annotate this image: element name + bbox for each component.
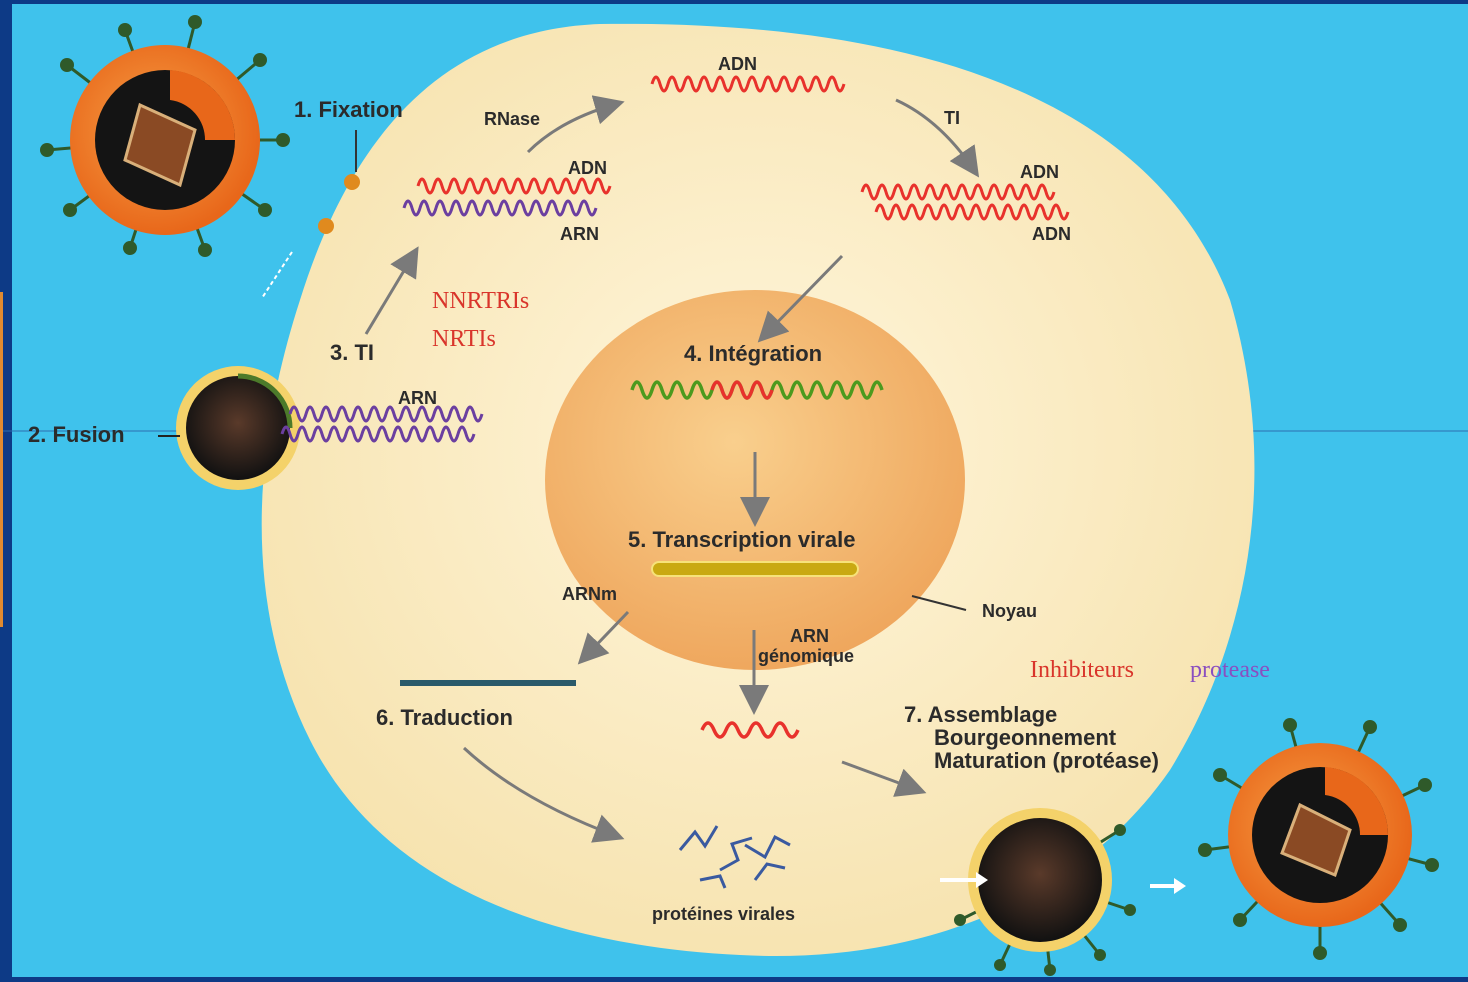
label-maturation: Maturation (protéase) <box>934 748 1159 773</box>
label-traduction: 6. Traduction <box>376 705 513 730</box>
label-nnrtis: NNRTRIs <box>432 288 529 314</box>
left-edge-strip <box>0 292 3 627</box>
label-transcription: 5. Transcription virale <box>628 527 855 552</box>
gp120-particle <box>344 174 360 190</box>
label-proteines: protéines virales <box>652 904 795 924</box>
fusion-virion-icon <box>176 366 300 490</box>
label-fusion: 2. Fusion <box>28 422 125 447</box>
transcript-bar <box>652 562 858 576</box>
label-protease: protease <box>1190 657 1270 683</box>
label-fixation: 1. Fixation <box>294 97 403 122</box>
label-arn-left: ARN <box>560 224 599 244</box>
label-nrtis: NRTIs <box>432 326 496 352</box>
cd4-particle <box>318 218 334 234</box>
label-adn-right-bottom: ADN <box>1032 224 1071 244</box>
label-adn-top: ADN <box>718 54 757 74</box>
label-arn-fusion: ARN <box>398 388 437 408</box>
label-arn-genomique-1: ARN <box>790 626 829 646</box>
label-bourgeonnement: Bourgeonnement <box>934 725 1117 750</box>
label-arn-genomique-2: génomique <box>758 646 854 666</box>
label-rnase: RNase <box>484 109 540 129</box>
label-inhibiteurs: Inhibiteurs <box>1030 657 1134 683</box>
label-integration: 4. Intégration <box>684 341 822 366</box>
label-noyau: Noyau <box>982 601 1037 621</box>
label-assemblage: 7. Assemblage <box>904 702 1057 727</box>
label-arnm: ARNm <box>562 584 617 604</box>
label-ti-top: TI <box>944 108 960 128</box>
ribosome-mrna-bar <box>400 680 576 686</box>
label-ti-step: 3. TI <box>330 340 374 365</box>
label-adn-left: ADN <box>568 158 607 178</box>
label-adn-right-top: ADN <box>1020 162 1059 182</box>
